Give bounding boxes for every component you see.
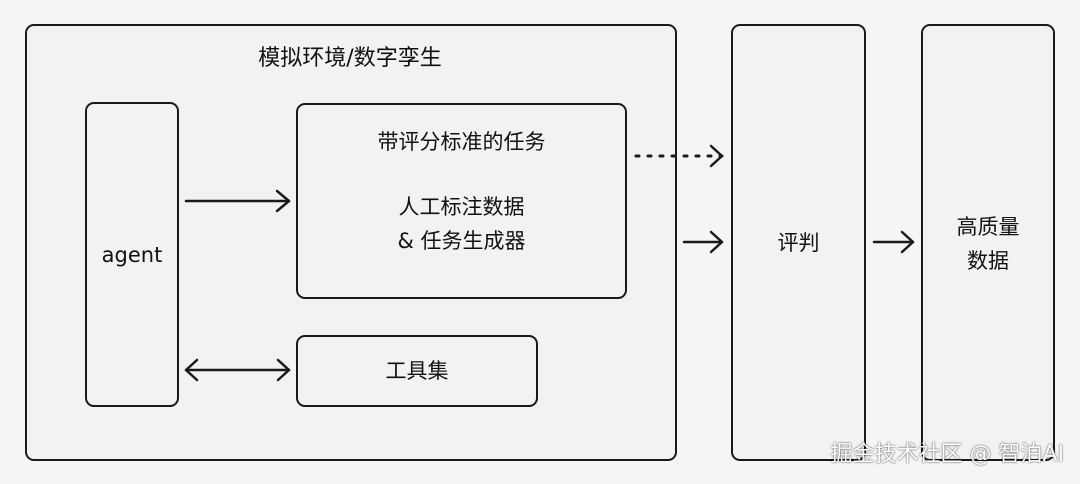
- toolset-box: [296, 335, 538, 407]
- task-box: [296, 103, 627, 299]
- judge-to-data-arrow: [872, 230, 915, 254]
- high-quality-data-box: [921, 24, 1055, 461]
- high-quality-data-line1: 高质量: [956, 215, 1020, 239]
- task-box-line2: & 任务生成器: [397, 229, 526, 253]
- environment-to-judge-arrow: [682, 230, 724, 254]
- agent-label: agent: [101, 243, 163, 267]
- high-quality-data-line2: 数据: [967, 249, 1009, 273]
- task-to-judge-dotted-arrow: [634, 144, 724, 168]
- simulation-environment-title: 模拟环境/数字孪生: [258, 46, 442, 71]
- agent-to-task-arrow: [184, 189, 291, 213]
- watermark: 掘金技术社区 @ 智泊AI: [830, 442, 1064, 467]
- judge-label: 评判: [777, 231, 820, 255]
- judge-box: [731, 24, 866, 461]
- agent-box: [85, 102, 179, 407]
- toolset-label: 工具集: [385, 359, 449, 383]
- task-box-line1: 人工标注数据: [398, 195, 525, 219]
- task-box-title: 带评分标准的任务: [377, 130, 546, 154]
- agent-toolset-bidirectional-arrow: [184, 358, 291, 382]
